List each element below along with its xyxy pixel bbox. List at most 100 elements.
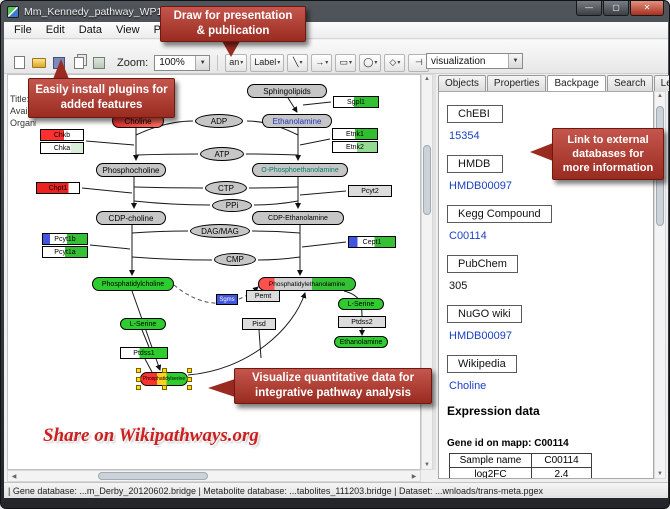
- visualization-select[interactable]: visualization ▼: [426, 53, 523, 69]
- scrollbar-thumb[interactable]: [423, 145, 431, 215]
- export-icon: [93, 56, 105, 69]
- backpage-link-kegg-compound[interactable]: C00114: [449, 230, 487, 242]
- side-panel-tabs: ObjectsPropertiesBackpageSearchLegend: [438, 75, 669, 91]
- node-chkb[interactable]: Chkb: [40, 129, 84, 141]
- node-chpt1[interactable]: Chpt1: [36, 182, 80, 194]
- selection-handle[interactable]: [162, 385, 167, 390]
- line-tool[interactable]: ╲▾: [287, 53, 309, 72]
- close-button[interactable]: ✕: [630, 1, 664, 16]
- scroll-up-icon[interactable]: ▲: [657, 93, 663, 99]
- node-cdp-ethanolamine[interactable]: CDP-Ethanolamine: [252, 211, 344, 225]
- node-l-serine[interactable]: L-Serine: [120, 318, 166, 330]
- chevron-down-icon: ▾: [277, 60, 281, 66]
- selection-handle[interactable]: [187, 385, 192, 390]
- copy-button[interactable]: [70, 54, 88, 72]
- ellipse-tool[interactable]: ◯▾: [359, 53, 382, 72]
- rect-tool[interactable]: ▭▾: [335, 53, 357, 72]
- chevron-down-icon: ▼: [195, 55, 210, 70]
- node-pemt[interactable]: Pemt: [246, 290, 280, 302]
- node-ethanolamine[interactable]: Ethanolamine: [262, 114, 332, 128]
- scroll-down-icon[interactable]: ▼: [424, 462, 430, 468]
- zoom-select[interactable]: 100% ▼: [154, 54, 211, 71]
- node-phosphocholine[interactable]: Phosphocholine: [96, 163, 166, 177]
- tab-legend[interactable]: Legend: [653, 75, 669, 91]
- selection-handle[interactable]: [187, 368, 192, 373]
- node-ppi[interactable]: PPi: [212, 199, 252, 212]
- callout-line: Link to external: [567, 133, 649, 146]
- node-o-phosphoethanolamine[interactable]: O-Phosphoethanolamine: [252, 163, 348, 177]
- tab-objects[interactable]: Objects: [438, 75, 486, 91]
- selection-handle[interactable]: [136, 377, 141, 382]
- menu-data[interactable]: Data: [78, 24, 102, 36]
- node-sgpl1[interactable]: Sgpl1: [333, 96, 379, 108]
- backpage-link-chebi[interactable]: 15354: [449, 130, 480, 142]
- scroll-up-icon[interactable]: ▲: [424, 76, 430, 82]
- backpage-link-nugo-wiki[interactable]: HMDB00097: [449, 330, 512, 342]
- node-pisd[interactable]: Pisd: [242, 318, 276, 330]
- shape-tool[interactable]: ◇▾: [384, 53, 406, 72]
- status-bar: | Gene database: ...m_Derby_20120602.bri…: [4, 482, 668, 498]
- node-sgms[interactable]: Sgms: [216, 294, 238, 305]
- label-tool[interactable]: Label▾: [250, 53, 285, 72]
- tab-backpage[interactable]: Backpage: [547, 75, 606, 91]
- arrow-tool[interactable]: →▾: [311, 53, 333, 72]
- node-etnk2[interactable]: Etnk2: [332, 141, 378, 153]
- node-chka[interactable]: Chka: [40, 142, 84, 154]
- node-phosphatidylcholine[interactable]: Phosphatidylcholine: [92, 277, 174, 291]
- node-ethanolamine[interactable]: Ethanolamine: [334, 336, 388, 348]
- scroll-right-icon[interactable]: ▶: [411, 474, 417, 480]
- export-button[interactable]: [90, 54, 108, 72]
- node-cdp-choline[interactable]: CDP-choline: [96, 211, 166, 225]
- node-pcyt1a[interactable]: Pcyt1a: [42, 246, 88, 258]
- tab-search[interactable]: Search: [606, 75, 653, 91]
- node-ptdss1[interactable]: Ptdss1: [120, 347, 168, 359]
- open-button[interactable]: [30, 54, 48, 72]
- backpage-link-hmdb[interactable]: HMDB00097: [449, 180, 512, 192]
- node-pcyt2[interactable]: Pcyt2: [348, 185, 392, 197]
- callout-line: Draw for presentation: [173, 10, 293, 23]
- panel-splitter[interactable]: [433, 74, 436, 470]
- canvas-vertical-scrollbar[interactable]: ▲ ▼: [421, 74, 433, 470]
- selection-handle[interactable]: [162, 368, 167, 373]
- backpage-link-wikipedia[interactable]: Choline: [449, 380, 487, 392]
- node-ptdss2[interactable]: Ptdss2: [338, 316, 386, 328]
- scroll-down-icon[interactable]: ▼: [657, 471, 663, 477]
- node-phosphatidylethanolamine[interactable]: Phosphatidylethanolamine: [258, 277, 356, 291]
- info-label: Title:: [10, 94, 30, 104]
- node-cept1[interactable]: Cept1: [348, 236, 396, 248]
- menu-file[interactable]: File: [14, 24, 32, 36]
- node-adp[interactable]: ADP: [195, 114, 243, 128]
- selection-handle[interactable]: [136, 368, 141, 373]
- node-phosphatidylserine[interactable]: Phosphatidylserine: [140, 372, 188, 386]
- selection-handle[interactable]: [136, 385, 141, 390]
- line-tool-icon: ╲: [293, 57, 299, 67]
- node-cmp[interactable]: CMP: [214, 253, 256, 266]
- expression-cell: log2FC: [449, 467, 532, 478]
- tab-properties[interactable]: Properties: [486, 75, 547, 91]
- backpage-header-nugo-wiki: NuGO wiki: [447, 305, 522, 323]
- node-ctp[interactable]: CTP: [205, 181, 247, 195]
- canvas-horizontal-scrollbar[interactable]: ◀ ▶: [7, 470, 421, 482]
- maximize-button[interactable]: ▢: [603, 1, 629, 16]
- node-dag-mag[interactable]: DAG/MAG: [190, 224, 250, 238]
- scrollbar-thumb[interactable]: [98, 472, 208, 480]
- node-etnk1[interactable]: Etnk1: [332, 128, 378, 140]
- menu-edit[interactable]: Edit: [45, 24, 65, 36]
- callout-line: more information: [562, 162, 654, 175]
- node-pcyt1b[interactable]: Pcyt1b: [42, 233, 88, 245]
- new-file-icon: [13, 56, 25, 69]
- menu-view[interactable]: View: [115, 24, 140, 36]
- datanode-tool[interactable]: an▾: [225, 53, 248, 72]
- selection-handle[interactable]: [187, 377, 192, 382]
- title-bar[interactable]: Mm_Kennedy_pathway_WP1771_45176.gpml: [1, 1, 669, 22]
- node-l-serine[interactable]: L-Serine: [338, 298, 384, 310]
- node-atp[interactable]: ATP: [200, 147, 244, 161]
- minimize-button[interactable]: —: [576, 1, 602, 16]
- callout-line: integrative pathway analysis: [255, 387, 411, 399]
- pathway-canvas[interactable]: Title:AvailabOrganis SphingolipidsSgpl1C…: [7, 74, 421, 470]
- new-file-button[interactable]: [10, 54, 28, 72]
- scroll-left-icon[interactable]: ◀: [11, 474, 17, 480]
- node-sphingolipids[interactable]: Sphingolipids: [247, 84, 327, 98]
